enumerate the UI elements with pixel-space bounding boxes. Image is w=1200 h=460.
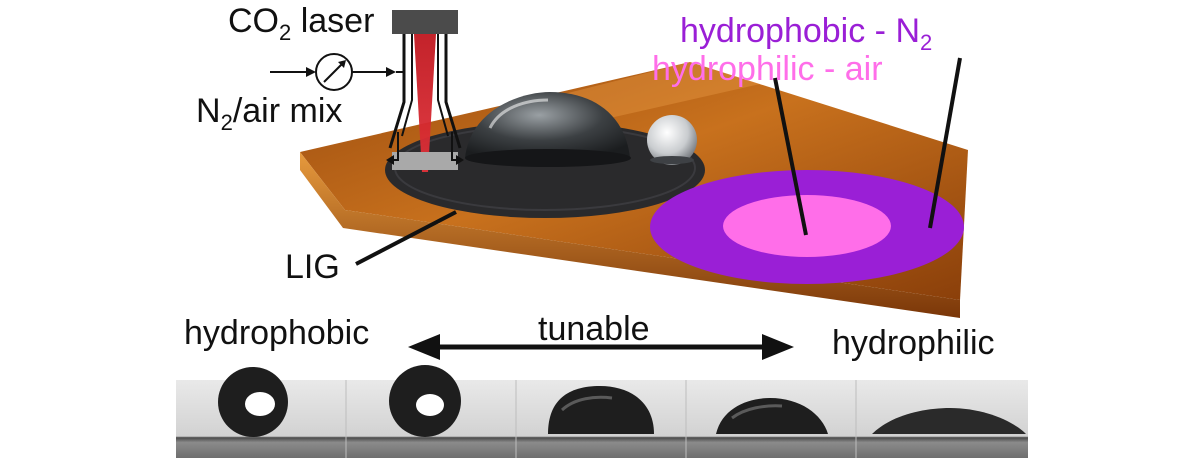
tunable-arrow-head-left: [408, 334, 440, 360]
small-droplet-base: [650, 156, 694, 164]
laser-label-prefix: CO: [228, 2, 279, 40]
droplet-reflection: [245, 392, 275, 416]
gas-line: [270, 54, 404, 90]
label-hydrophilic: hydrophilic: [832, 326, 995, 360]
laser-label: CO2 laser: [228, 4, 374, 38]
gas-label-suffix: /air mix: [233, 92, 343, 130]
legend-hydrophilic: hydrophilic - air: [652, 52, 883, 86]
droplet-panel-1: [218, 367, 288, 437]
laser-system: [386, 10, 464, 172]
hydrophilic-center: [723, 195, 891, 257]
label-tunable: tunable: [538, 312, 650, 346]
contact-angle-strip: [176, 365, 1028, 458]
legend-hydrophobic: hydrophobic - N2: [680, 14, 932, 48]
tunable-arrow-head-right: [762, 334, 794, 360]
substrate-block: [392, 152, 458, 170]
droplet-reflection: [416, 394, 444, 416]
gas-line-arrow-in: [306, 67, 316, 77]
legend-hydrophobic-subscript: 2: [920, 30, 932, 55]
label-hydrophobic: hydrophobic: [184, 316, 369, 350]
droplet-panel-2: [389, 365, 461, 437]
laser-label-subscript: 2: [279, 20, 291, 45]
gas-line-arrow-out: [386, 67, 396, 77]
legend-hydrophobic-text: hydrophobic - N: [680, 12, 920, 50]
laser-head: [392, 10, 458, 34]
large-droplet-base: [465, 149, 631, 167]
lig-label: LIG: [285, 250, 340, 284]
gas-label-subscript: 2: [221, 110, 233, 135]
gas-label-prefix: N: [196, 92, 221, 130]
laser-label-suffix: laser: [291, 2, 374, 40]
gas-mix-label: N2/air mix: [196, 94, 342, 128]
